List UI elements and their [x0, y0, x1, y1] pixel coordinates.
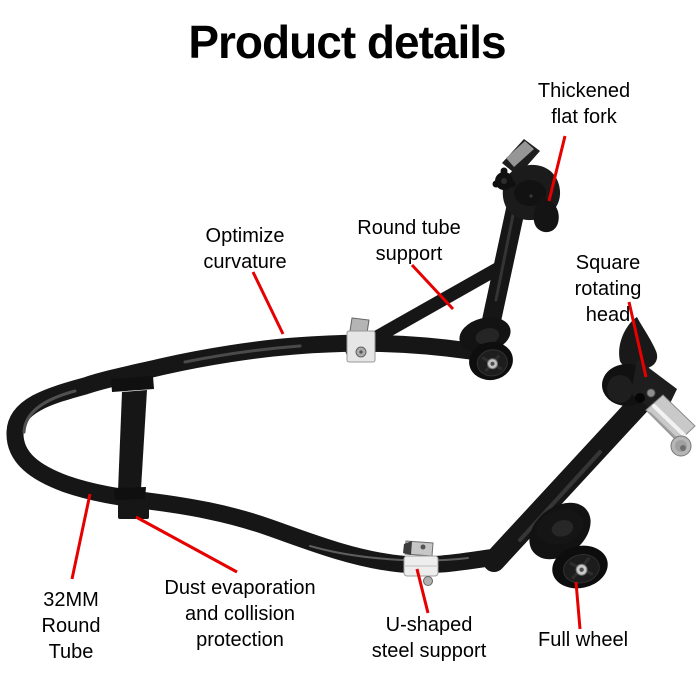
crossbar-top-flange	[111, 376, 154, 392]
full-wheel	[552, 545, 608, 589]
uclamp-top-bolt	[420, 544, 426, 550]
clamp-bolt-center	[359, 350, 363, 354]
fork-side-flap	[533, 197, 559, 233]
protection-pad	[118, 504, 149, 519]
loop-crossbar	[111, 376, 154, 500]
head-bulge-shade	[607, 375, 633, 403]
pointer-square-rotating-head	[627, 301, 648, 378]
annotation-square-rotating-head: Square rotating head	[574, 252, 642, 326]
chrome-square-insert	[645, 394, 696, 443]
rear-arm-tube	[483, 392, 651, 572]
annotation-full-wheel: Full wheel	[537, 629, 629, 651]
head-pivot-bolt	[646, 388, 656, 398]
main-frame-tube	[6, 334, 504, 574]
pointer-lines	[70, 135, 648, 630]
upper-rail-clamp	[346, 317, 376, 363]
annotation-32mm-round-tube: 32MM Round Tube	[41, 589, 101, 663]
crossbar-bar	[118, 390, 147, 491]
page-title: Product details	[188, 16, 506, 68]
pointer-full-wheel	[574, 581, 582, 630]
annotation-optimize-curvature: Optimize curvature	[203, 225, 287, 273]
crossbar-foot	[114, 487, 146, 500]
rear-arm-sheen	[518, 450, 602, 542]
pointer-dust-protection	[135, 515, 238, 574]
flat-fork	[492, 139, 561, 233]
annotation-u-shaped-steel-support: U-shaped steel support	[371, 614, 487, 662]
pointer-u-shaped-support	[415, 568, 430, 614]
rear-rear-wheel	[536, 509, 584, 545]
pointer-32mm-round-tube	[70, 493, 92, 580]
annotation-round-tube-support: Round tube support	[357, 217, 461, 265]
uclamp-dark-edge	[403, 541, 412, 555]
pointer-optimize-curvature	[251, 271, 285, 335]
front-wheels	[459, 317, 513, 381]
rear-wheels	[536, 509, 608, 589]
uclamp-bolt	[423, 576, 433, 586]
pointer-thickened-flat-fork	[547, 135, 567, 202]
adjust-knob	[492, 167, 516, 190]
fork-bar-top-face	[506, 141, 534, 167]
pointer-round-tube-support	[410, 263, 455, 311]
lower-rail-sheen	[309, 545, 469, 562]
annotation-dust-collision-protection: Dust evaporation and collision protectio…	[164, 577, 316, 651]
fork-head-shade	[514, 180, 546, 206]
fork-head-dimple	[529, 194, 533, 198]
frame-tubes	[6, 334, 504, 574]
head-pivot-socket	[635, 393, 645, 403]
annotation-thickened-flat-fork: Thickened flat fork	[537, 80, 631, 128]
front-front-wheel	[469, 341, 513, 381]
fork-arm	[479, 183, 529, 342]
rear-arm	[483, 392, 651, 572]
chrome-pin	[670, 435, 692, 457]
round-tube-support-brace	[345, 262, 504, 358]
u-shaped-clamp	[403, 540, 439, 586]
fork-arm-sheen	[494, 208, 516, 302]
loop-sheen	[22, 389, 77, 434]
upper-rail-sheen	[183, 344, 302, 364]
